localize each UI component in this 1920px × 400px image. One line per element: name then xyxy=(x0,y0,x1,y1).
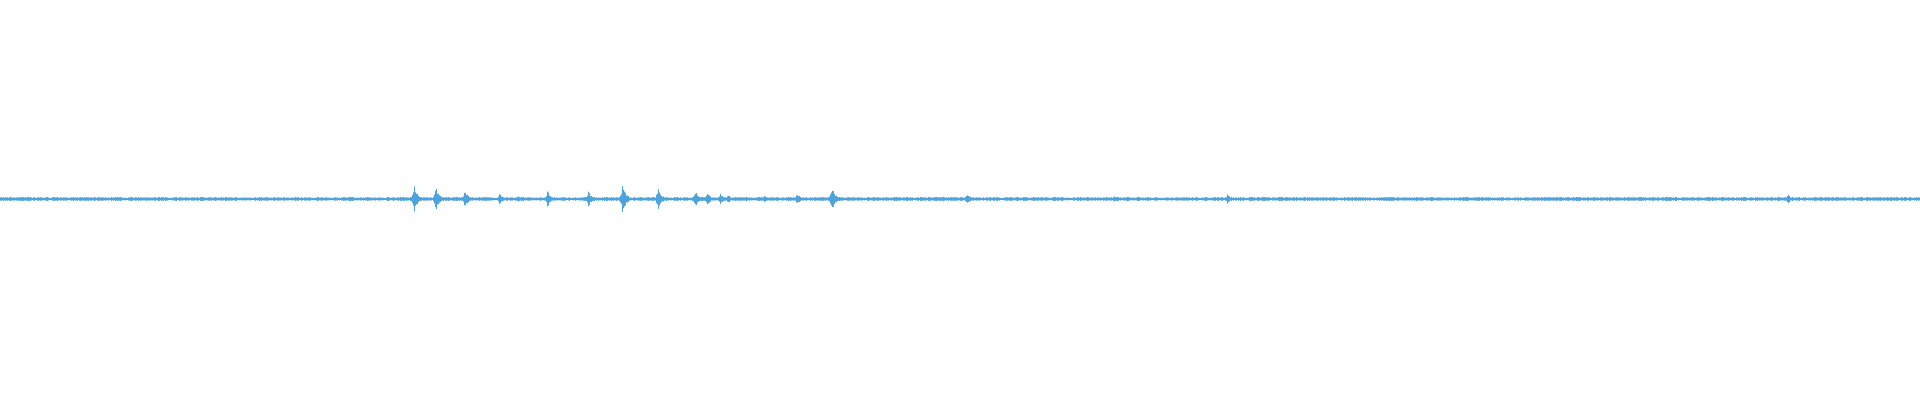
waveform-samples xyxy=(0,185,1920,213)
